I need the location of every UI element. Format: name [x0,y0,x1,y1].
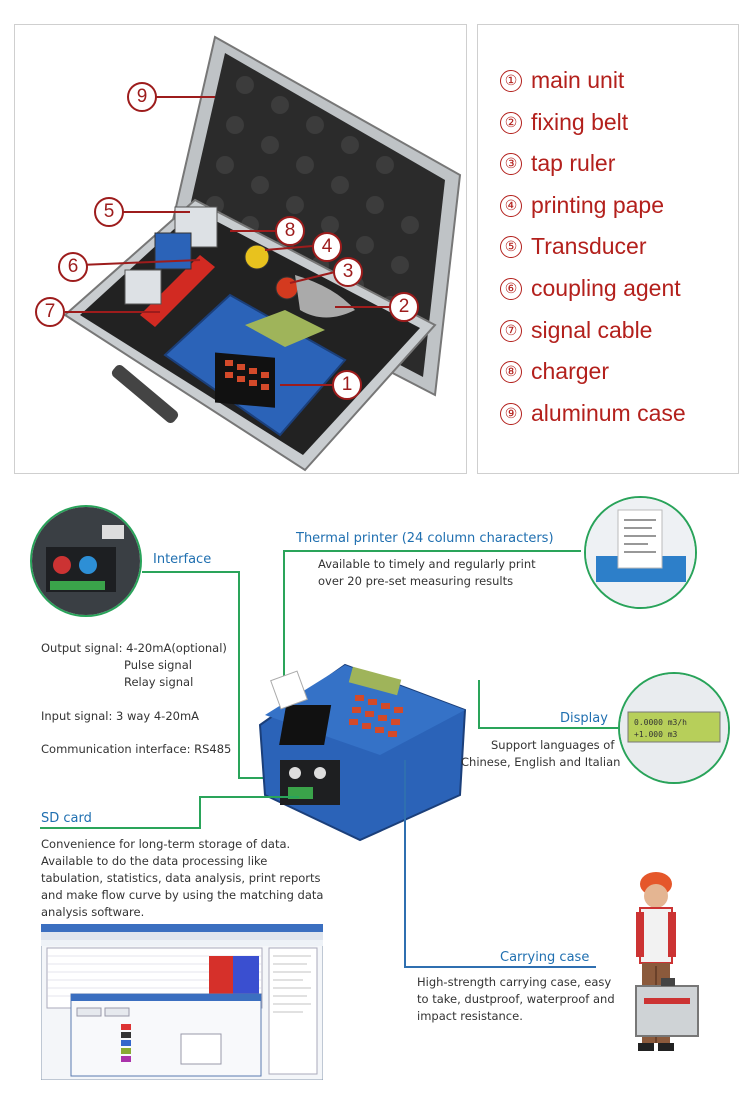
sdcard-line: tabulation, statistics, data analysis, p… [41,871,321,885]
carrying-leader [404,966,596,968]
sdcard-line: and make flow curve by using the matchin… [41,888,324,902]
display-leader [478,680,480,728]
callout-1: 1 [332,370,362,400]
interface-closeup [30,505,142,617]
input-signal-text: Input signal: 3 way 4-20mA [41,709,200,723]
display-leader [478,727,618,729]
sdcard-leader [199,796,201,829]
printer-title: Thermal printer (24 column characters) [296,531,554,546]
sdcard-line: Convenience for long-term storage of dat… [41,837,291,851]
interface-port-icon [32,507,140,615]
output-signal-text: Output signal: 4-20mA(optional) [41,641,227,655]
sdcard-line: analysis software. [41,905,145,919]
carrying-line: impact resistance. [417,1009,523,1023]
printer-line1: Available to timely and regularly print [318,557,536,571]
callout-7: 7 [35,297,65,327]
carrying-line: to take, dustproof, waterproof and [417,992,615,1006]
analysis-software-screenshot [41,924,323,1080]
sdcard-leader [40,827,200,829]
display-line2: Chinese, English and Italian [461,755,621,769]
pulse-signal-text: Pulse signal [124,658,192,672]
printer-line2: over 20 pre-set measuring results [318,574,514,588]
callout-6: 6 [58,252,88,282]
printer-closeup [584,496,697,609]
carrying-title: Carrying case [500,950,590,965]
lcd-line1: 0.0000 m3/h [634,718,687,727]
printer-leader [283,550,285,680]
case-photo-panel: 9 5 8 4 6 3 2 7 1 [14,24,467,474]
printer-paper-icon [586,498,695,607]
display-line1: Support languages of [491,738,615,752]
lcd-line2: +1.000 m3 [634,730,678,739]
display-closeup: 0.0000 m3/h +1.000 m3 [618,672,730,784]
callout-3: 3 [333,257,363,287]
interface-leader [142,571,240,573]
callout-5: 5 [94,197,124,227]
sdcard-line: Available to do the data processing like [41,854,268,868]
aluminum-case-illustration [63,35,462,472]
sdcard-title: SD card [41,811,92,826]
interface-leader [238,571,240,779]
communication-text: Communication interface: RS485 [41,742,232,756]
worker-carrying-case-illustration [635,872,699,1051]
flowmeter-main-unit-illustration [258,663,467,842]
display-title: Display [560,711,608,726]
sdcard-leader [199,796,299,798]
callout-9: 9 [127,82,157,112]
lcd-screen: 0.0000 m3/h +1.000 m3 [620,674,728,782]
callout-4: 4 [312,232,342,262]
printer-leader [283,550,581,552]
relay-signal-text: Relay signal [124,675,194,689]
callout-2: 2 [389,292,419,322]
callout-8: 8 [275,216,305,246]
interface-title: Interface [153,552,212,567]
carrying-line: High-strength carrying case, easy [417,975,612,989]
carrying-leader [404,760,406,967]
